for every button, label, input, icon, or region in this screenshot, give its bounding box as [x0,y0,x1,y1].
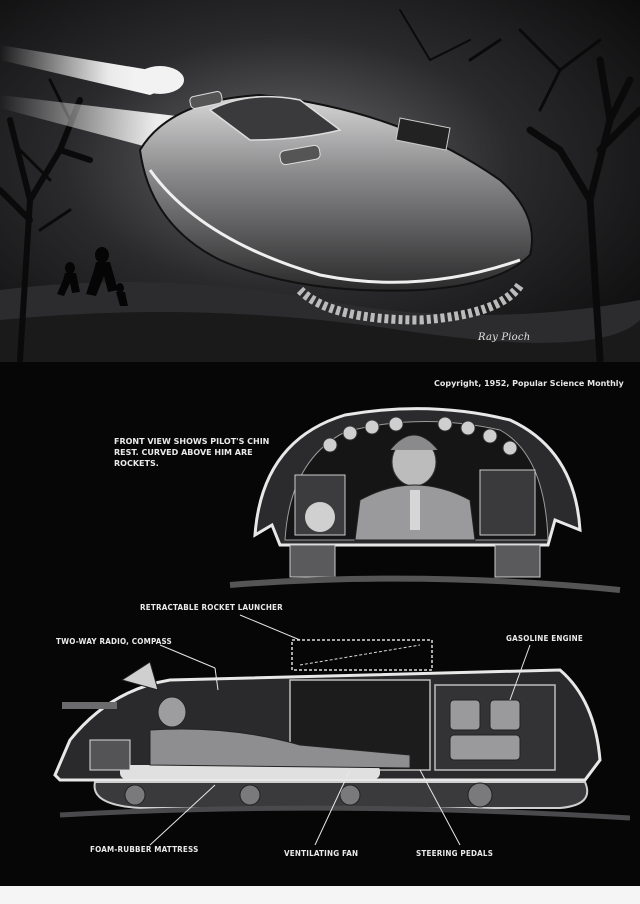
tank-combat-illustration [0,0,640,362]
bottom-cutaway-diagrams: FRONT VIEW SHOWS PILOT'S CHIN REST. CURV… [0,362,640,886]
label-foam-rubber-mattress: FOAM-RUBBER MATTRESS [90,845,199,854]
side-view-cutaway [53,639,631,821]
front-view-caption: FRONT VIEW SHOWS PILOT'S CHIN REST. CURV… [114,437,270,468]
front-view-cutaway [229,407,621,593]
artist-signature: Ray Pioch [478,332,531,343]
cutaway-illustrations [53,407,631,846]
label-retractable-rocket-launcher: RETRACTABLE ROCKET LAUNCHER [140,603,283,612]
top-illustration-tank-in-combat: Ray Pioch [0,0,640,362]
label-steering-pedals: STEERING PEDALS [416,849,494,858]
copyright-notice: Copyright, 1952, Popular Science Monthly [434,379,624,388]
label-gasoline-engine: GASOLINE ENGINE [506,634,583,643]
label-ventilating-fan: VENTILATING FAN [284,849,359,858]
label-two-way-radio-compass: TWO-WAY RADIO, COMPASS [56,637,172,646]
